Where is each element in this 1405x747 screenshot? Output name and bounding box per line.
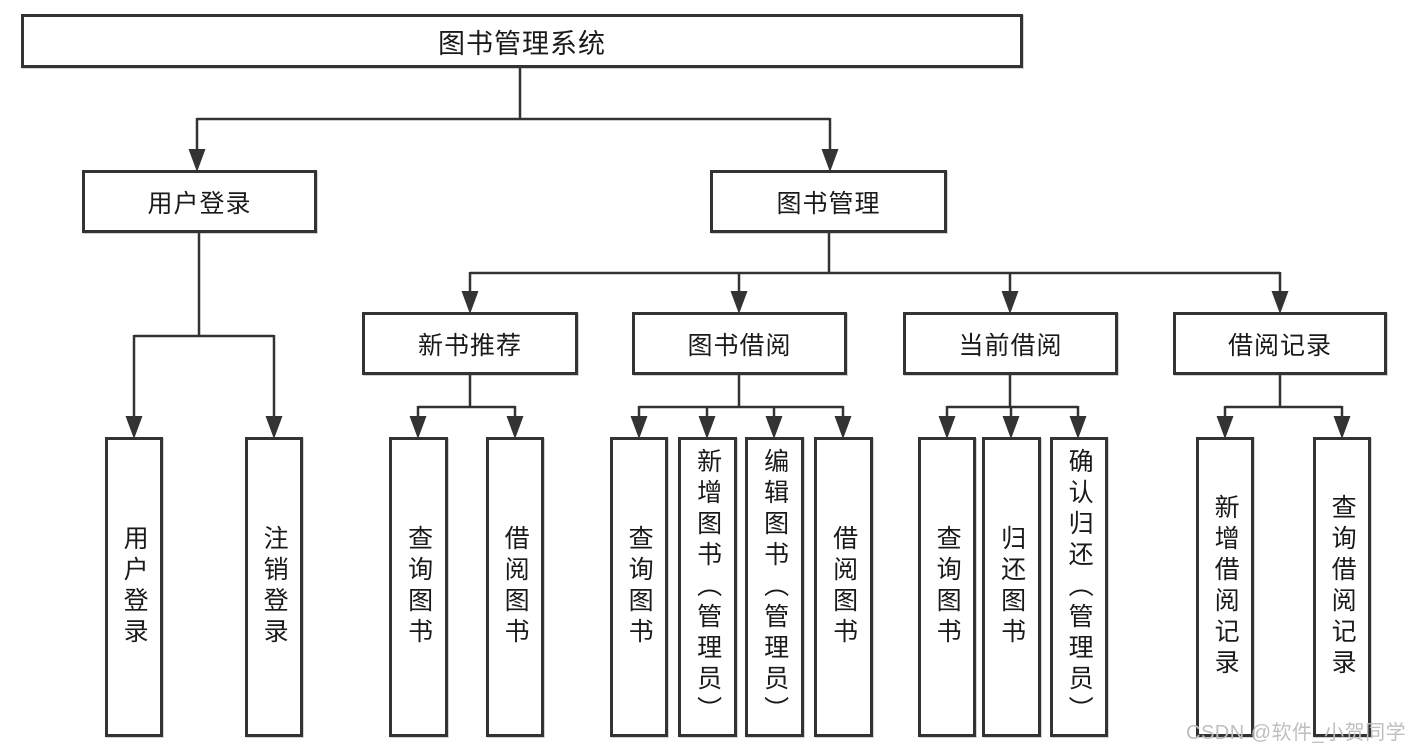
leaf-edit-books-admin: 编辑图书（管理员） (745, 437, 804, 737)
csdn-watermark: CSDN @软件_小贺同学 (1186, 722, 1405, 744)
node-label: 编辑图书（管理员） (760, 447, 789, 727)
leaf-query-books-recommendation: 查询图书 (389, 437, 448, 737)
leaf-borrow-books-borrowing: 借阅图书 (814, 437, 873, 737)
node-user-login: 用户登录 (82, 170, 317, 233)
node-library-management-system: 图书管理系统 (21, 14, 1023, 68)
node-label: 图书借阅 (687, 331, 792, 360)
leaf-user-login: 用户登录 (105, 437, 163, 737)
node-label: 新增图书（管理员） (693, 447, 722, 727)
node-label: 确认归还（管理员） (1065, 447, 1094, 727)
node-label: 查询图书 (404, 525, 433, 649)
node-label: 查询图书 (933, 525, 962, 649)
node-label: 新书推荐 (417, 331, 522, 360)
leaf-add-borrowing-record: 新增借阅记录 (1196, 437, 1254, 737)
leaf-logout-login: 注销登录 (245, 437, 303, 737)
leaf-return-books: 归还图书 (982, 437, 1041, 737)
node-new-book-recommendation: 新书推荐 (362, 312, 578, 375)
node-label: 归还图书 (997, 525, 1026, 649)
node-label: 借阅图书 (501, 525, 530, 649)
leaf-query-books-current: 查询图书 (918, 437, 976, 737)
node-label: 借阅记录 (1227, 331, 1332, 360)
node-book-borrowing: 图书借阅 (632, 312, 847, 375)
node-current-borrowing: 当前借阅 (903, 312, 1118, 375)
node-borrowing-records: 借阅记录 (1173, 312, 1387, 375)
node-label: 图书管理系统 (438, 28, 606, 59)
leaf-borrow-books-recommendation: 借阅图书 (486, 437, 544, 737)
node-label: 当前借阅 (958, 331, 1063, 360)
node-label: 图书管理 (776, 189, 881, 218)
leaf-query-books-borrowing: 查询图书 (610, 437, 668, 737)
node-label: 借阅图书 (829, 525, 858, 649)
node-label: 注销登录 (260, 525, 289, 649)
node-label: 用户登录 (120, 525, 149, 649)
leaf-confirm-return-admin: 确认归还（管理员） (1050, 437, 1108, 737)
node-label: 用户登录 (147, 189, 252, 218)
node-label: 查询图书 (625, 525, 654, 649)
leaf-add-books-admin: 新增图书（管理员） (678, 437, 737, 737)
node-label: 查询借阅记录 (1328, 494, 1357, 680)
node-label: 新增借阅记录 (1211, 494, 1240, 680)
node-book-management: 图书管理 (710, 170, 947, 233)
leaf-query-borrowing-record: 查询借阅记录 (1313, 437, 1371, 737)
